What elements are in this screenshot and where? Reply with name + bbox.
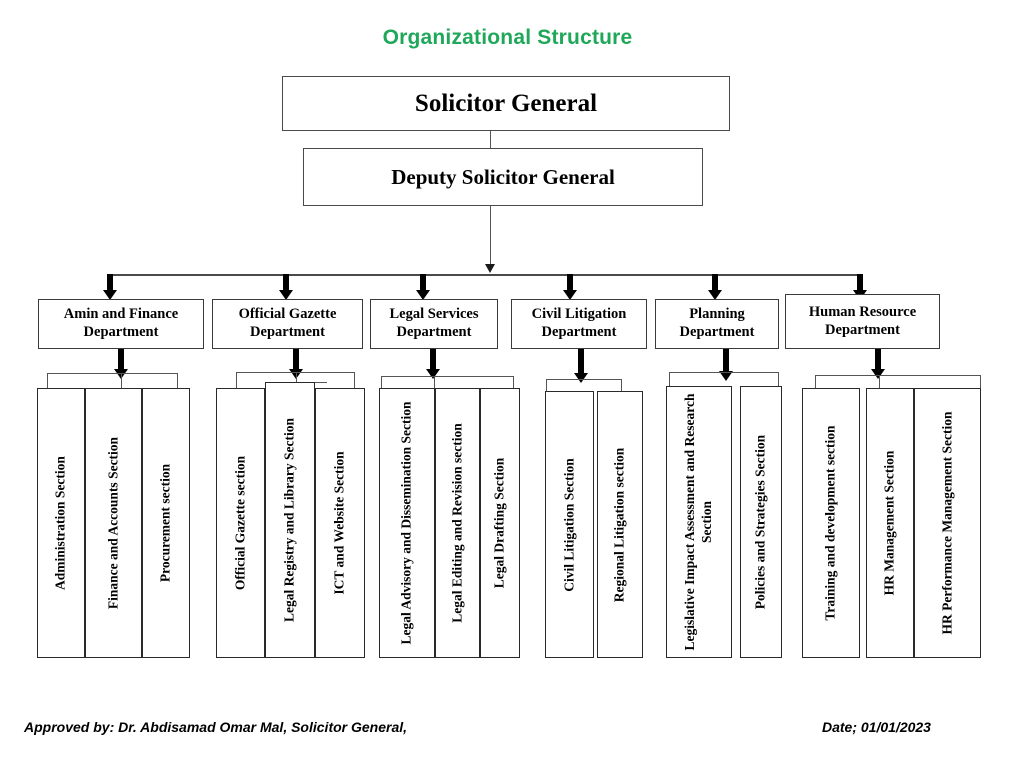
dept-label: Legal Services Department bbox=[389, 306, 479, 340]
arrow-head-icon-admin-finance bbox=[103, 290, 117, 300]
node-deputy-solicitor-general[interactable]: Deputy Solicitor General bbox=[303, 148, 703, 206]
section-box-training-development[interactable]: Training and development section bbox=[802, 388, 860, 658]
section-label: ICT and Website Section bbox=[331, 451, 347, 595]
arrow-shaft-human-resource bbox=[857, 274, 863, 292]
section-label: HR Performance Management Section bbox=[939, 411, 955, 635]
bracket-g2 bbox=[236, 372, 355, 373]
dept-box-civil-litigation[interactable]: Civil Litigation Department bbox=[511, 299, 647, 349]
dept-label: Civil Litigation Department bbox=[531, 306, 627, 340]
section-box-ict-website[interactable]: ICT and Website Section bbox=[315, 388, 365, 658]
section-box-legal-advisory-dissemination[interactable]: Legal Advisory and Dissemination Section bbox=[379, 388, 435, 658]
arrow-shaft-g2 bbox=[293, 349, 299, 371]
section-box-legal-registry-library[interactable]: Legal Registry and Library Section bbox=[265, 382, 315, 658]
node-label: Deputy Solicitor General bbox=[391, 164, 615, 189]
section-label: Policies and Strategies Section bbox=[752, 434, 768, 610]
section-label: Legal Drafting Section bbox=[491, 457, 507, 589]
section-box-civil-litigation[interactable]: Civil Litigation Section bbox=[545, 391, 594, 658]
section-label: HR Management Section bbox=[881, 450, 897, 596]
arrow-head-icon-g3 bbox=[426, 369, 440, 379]
connector-sg-to-deputy bbox=[490, 131, 491, 149]
section-box-hr-management[interactable]: HR Management Section bbox=[866, 388, 914, 658]
bracket-g1 bbox=[47, 373, 178, 374]
dept-label: Amin and Finance Department bbox=[63, 306, 179, 340]
bracket-tick-g2-mid bbox=[296, 372, 298, 388]
bracket-tick-g2-right bbox=[354, 372, 356, 388]
bracket-tick-g3-left bbox=[381, 376, 383, 388]
arrow-head-icon-civil-litigation bbox=[563, 290, 577, 300]
section-label: Legal Registry and Library Section bbox=[281, 418, 297, 622]
node-solicitor-general[interactable]: Solicitor General bbox=[282, 76, 730, 131]
section-box-regional-litigation[interactable]: Regional Litigation section bbox=[597, 391, 643, 658]
bracket-g6 bbox=[815, 375, 981, 376]
arrow-shaft-admin-finance bbox=[107, 274, 113, 292]
section-label: Official Gazette section bbox=[232, 455, 248, 591]
arrow-head-icon bbox=[485, 264, 495, 273]
section-label: Administration Section bbox=[52, 456, 68, 590]
bracket-tick-g4-right bbox=[621, 379, 623, 392]
arrow-shaft-g5 bbox=[723, 349, 729, 373]
bracket-g3 bbox=[381, 376, 514, 377]
arrow-head-icon-g5 bbox=[719, 371, 733, 381]
bracket-tick-g6-right bbox=[980, 375, 982, 388]
bracket-tick-g1-left bbox=[47, 373, 49, 388]
bracket-tick-g5-left bbox=[669, 372, 671, 386]
section-label: Procurement section bbox=[157, 463, 173, 583]
bracket-tick-g5-right bbox=[778, 372, 780, 386]
bracket-g5 bbox=[669, 372, 779, 373]
footer-approved-by: Approved by: Dr. Abdisamad Omar Mal, Sol… bbox=[24, 719, 408, 735]
section-box-hr-performance-management[interactable]: HR Performance Management Section bbox=[914, 388, 981, 658]
bracket-tick-g6-left bbox=[815, 375, 817, 388]
section-label: Legal Editing and Revision section bbox=[449, 423, 465, 623]
section-box-legislative-impact-research[interactable]: Legislative Impact Assessment and Resear… bbox=[666, 386, 732, 658]
section-box-administration[interactable]: Administration Section bbox=[37, 388, 85, 658]
arrow-shaft-planning bbox=[712, 274, 718, 292]
arrow-shaft-g1 bbox=[118, 349, 124, 371]
arrow-shaft-g3 bbox=[430, 349, 436, 371]
bracket-tick-g3-right bbox=[513, 376, 515, 388]
arrow-head-icon-g6 bbox=[871, 369, 885, 379]
arrow-head-icon-planning bbox=[708, 290, 722, 300]
arrow-shaft-g6 bbox=[875, 349, 881, 371]
bracket-tick-g4-left bbox=[546, 379, 548, 392]
bracket-tick-g3-mid bbox=[434, 376, 436, 388]
bracket-g4 bbox=[546, 379, 622, 380]
arrow-shaft-official-gazette bbox=[283, 274, 289, 292]
section-label: Civil Litigation Section bbox=[561, 457, 577, 592]
dept-label: Official Gazette Department bbox=[238, 306, 337, 340]
dept-label: Planning Department bbox=[679, 306, 755, 340]
connector-department-bus bbox=[110, 274, 860, 276]
dept-box-planning[interactable]: Planning Department bbox=[655, 299, 779, 349]
footer-date: Date; 01/01/2023 bbox=[822, 719, 931, 735]
section-label: Legislative Impact Assessment and Resear… bbox=[682, 393, 714, 651]
section-box-policies-strategies[interactable]: Policies and Strategies Section bbox=[740, 386, 782, 658]
bracket-tick-g1-right bbox=[177, 373, 179, 388]
dept-box-human-resource[interactable]: Human Resource Department bbox=[785, 294, 940, 349]
arrow-shaft-g4 bbox=[578, 349, 584, 375]
bracket-tick-g2-left bbox=[236, 372, 238, 388]
dept-box-admin-finance[interactable]: Amin and Finance Department bbox=[38, 299, 204, 349]
bracket-tick-g6-mid bbox=[879, 375, 881, 388]
dept-box-legal-services[interactable]: Legal Services Department bbox=[370, 299, 498, 349]
section-box-official-gazette[interactable]: Official Gazette section bbox=[216, 388, 265, 658]
dept-box-official-gazette[interactable]: Official Gazette Department bbox=[212, 299, 363, 349]
section-box-legal-drafting[interactable]: Legal Drafting Section bbox=[480, 388, 520, 658]
arrow-head-icon-g4 bbox=[574, 373, 588, 383]
section-label: Regional Litigation section bbox=[611, 447, 627, 602]
section-box-procurement[interactable]: Procurement section bbox=[142, 388, 190, 658]
node-label: Solicitor General bbox=[414, 89, 598, 117]
section-label: Legal Advisory and Dissemination Section bbox=[398, 401, 414, 645]
arrow-shaft-civil-litigation bbox=[567, 274, 573, 292]
arrow-head-icon-official-gazette bbox=[279, 290, 293, 300]
connector-deputy-to-bus bbox=[490, 206, 491, 266]
dept-label: Human Resource Department bbox=[808, 303, 917, 338]
arrow-head-icon-legal-services bbox=[416, 290, 430, 300]
section-box-legal-editing-revision[interactable]: Legal Editing and Revision section bbox=[435, 388, 480, 658]
page-title: Organizational Structure bbox=[382, 26, 633, 49]
section-label: Finance and Accounts Section bbox=[105, 436, 121, 610]
bracket-tick-g1-mid bbox=[121, 373, 123, 388]
arrow-shaft-legal-services bbox=[420, 274, 426, 292]
section-box-finance-accounts[interactable]: Finance and Accounts Section bbox=[85, 388, 142, 658]
section-label: Training and development section bbox=[822, 425, 838, 621]
